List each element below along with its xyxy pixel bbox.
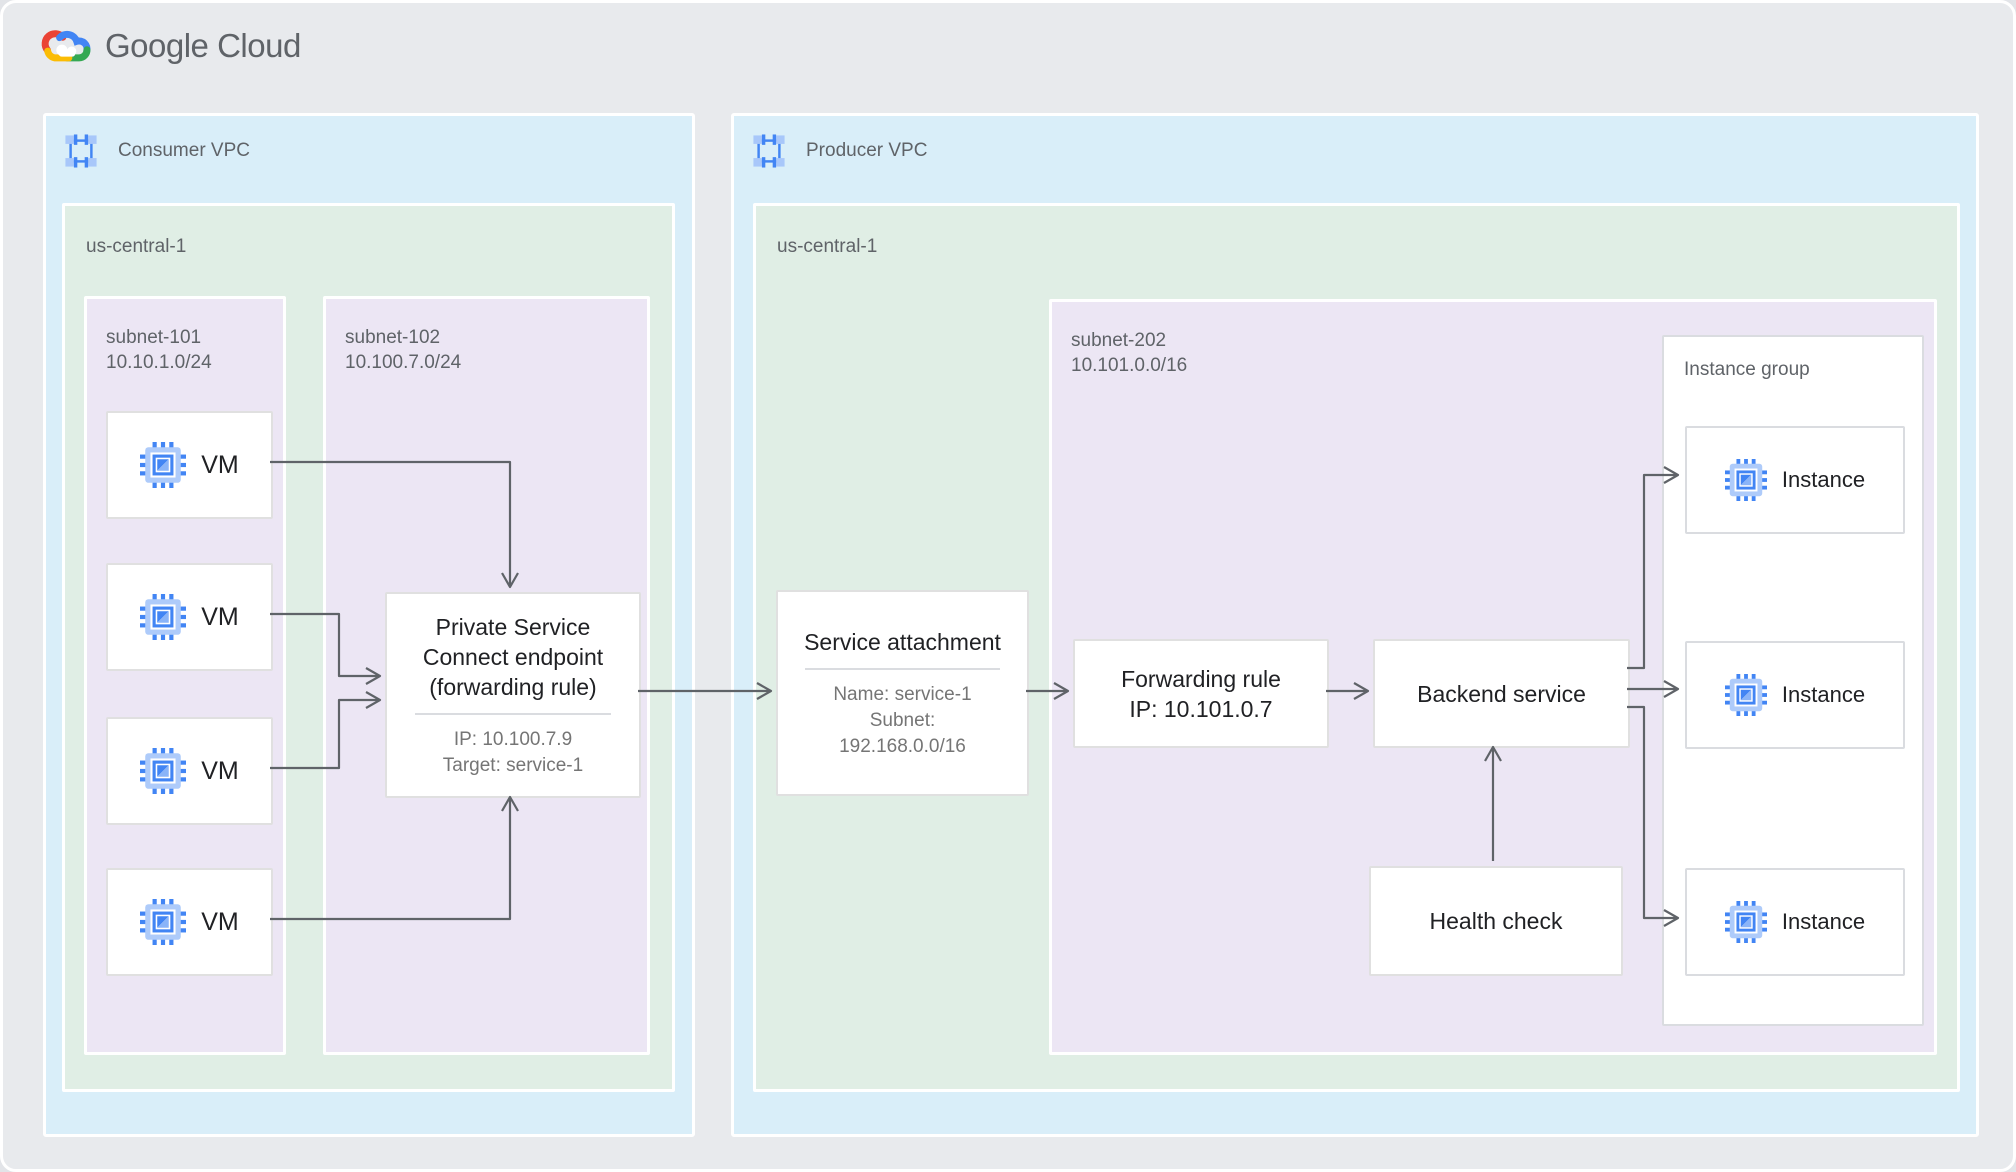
- vm-node-1: VM: [106, 411, 273, 519]
- instance-label: Instance: [1781, 467, 1866, 492]
- consumer-vpc-container: Consumer VPC us-central-1 subnet-101 10.…: [43, 113, 695, 1137]
- compute-engine-icon: [140, 442, 187, 488]
- subnet-101-name: subnet-101: [106, 327, 202, 348]
- service-attachment-subnet-label: Subnet:: [869, 709, 936, 731]
- consumer-region: us-central-1 subnet-101 10.10.1.0/24: [62, 203, 675, 1092]
- divider: [414, 712, 612, 715]
- producer-region: us-central-1 Service attachment Name: se…: [753, 203, 1960, 1092]
- service-attachment-name: Name: service-1: [833, 683, 972, 705]
- google-cloud-logo: Google Cloud: [41, 25, 301, 67]
- health-check-title: Health check: [1429, 908, 1563, 934]
- psc-title-line: Private Service: [435, 613, 591, 640]
- subnet-101: subnet-101 10.10.1.0/24: [84, 296, 286, 1055]
- subnet-202-name: subnet-202: [1071, 330, 1167, 351]
- vm-label: VM: [201, 603, 239, 631]
- compute-engine-icon: [1724, 459, 1767, 501]
- vpc-network-icon: [753, 134, 785, 168]
- subnet-102-cidr: 10.100.7.0/24: [345, 352, 462, 373]
- subnet-202-label: subnet-202 10.101.0.0/16: [1071, 328, 1187, 378]
- compute-engine-icon: [1724, 674, 1767, 716]
- psc-title-line: (forwarding rule): [429, 673, 597, 700]
- producer-vpc-header: Producer VPC: [752, 134, 927, 168]
- subnet-202: subnet-202 10.101.0.0/16 Forwarding rule…: [1049, 299, 1937, 1055]
- instance-group-container: Instance group: [1662, 335, 1924, 1026]
- instance-node-2: Instance: [1685, 641, 1905, 749]
- google-cloud-logo-text: Google Cloud: [105, 27, 301, 64]
- instance-node-1: Instance: [1685, 426, 1905, 534]
- subnet-101-label: subnet-101 10.10.1.0/24: [106, 325, 212, 375]
- instance-group-label: Instance group: [1684, 359, 1810, 380]
- psc-title-line: Connect endpoint: [422, 643, 604, 670]
- vm-label: VM: [201, 757, 239, 785]
- psc-endpoint-node: Private Service Connect endpoint (forwar…: [385, 592, 641, 798]
- vpc-network-icon: [65, 134, 97, 168]
- health-check-node: Health check: [1369, 866, 1623, 976]
- subnet-101-cidr: 10.10.1.0/24: [106, 352, 212, 373]
- subnet-102: subnet-102 10.100.7.0/24 Private Service…: [323, 296, 650, 1055]
- divider: [805, 667, 1000, 670]
- subnet-102-label: subnet-102 10.100.7.0/24: [345, 325, 461, 375]
- vm-node-4: VM: [106, 868, 273, 976]
- consumer-region-label: us-central-1: [86, 236, 187, 257]
- vm-node-3: VM: [106, 717, 273, 825]
- forwarding-rule-title: Forwarding rule: [1121, 665, 1281, 692]
- compute-engine-icon: [140, 594, 187, 640]
- service-attachment-node: Service attachment Name: service-1 Subne…: [776, 590, 1029, 796]
- compute-engine-icon: [140, 748, 187, 794]
- consumer-vpc-label: Consumer VPC: [118, 140, 250, 161]
- psc-ip: IP: 10.100.7.9: [453, 728, 573, 750]
- vm-label: VM: [201, 451, 239, 479]
- compute-engine-icon: [140, 899, 187, 945]
- vm-label: VM: [201, 908, 239, 936]
- service-attachment-title: Service attachment: [804, 628, 1001, 655]
- forwarding-rule-ip: IP: 10.101.0.7: [1129, 695, 1273, 722]
- producer-vpc-label: Producer VPC: [806, 140, 928, 161]
- subnet-202-cidr: 10.101.0.0/16: [1071, 355, 1188, 376]
- google-cloud-icon: [41, 30, 91, 62]
- instance-label: Instance: [1781, 909, 1866, 934]
- subnet-102-name: subnet-102: [345, 327, 441, 348]
- forwarding-rule-node: Forwarding rule IP: 10.101.0.7: [1073, 639, 1329, 748]
- consumer-vpc-header: Consumer VPC: [64, 134, 250, 168]
- instance-node-3: Instance: [1685, 868, 1905, 976]
- vm-node-2: VM: [106, 563, 273, 671]
- producer-vpc-container: Producer VPC us-central-1 Service attach…: [731, 113, 1979, 1137]
- producer-region-label: us-central-1: [777, 236, 878, 257]
- backend-service-title: Backend service: [1417, 680, 1586, 707]
- instance-label: Instance: [1781, 682, 1866, 707]
- psc-target: Target: service-1: [442, 754, 584, 776]
- compute-engine-icon: [1724, 901, 1767, 943]
- service-attachment-subnet-value: 192.168.0.0/16: [839, 735, 966, 757]
- backend-service-node: Backend service: [1373, 639, 1630, 748]
